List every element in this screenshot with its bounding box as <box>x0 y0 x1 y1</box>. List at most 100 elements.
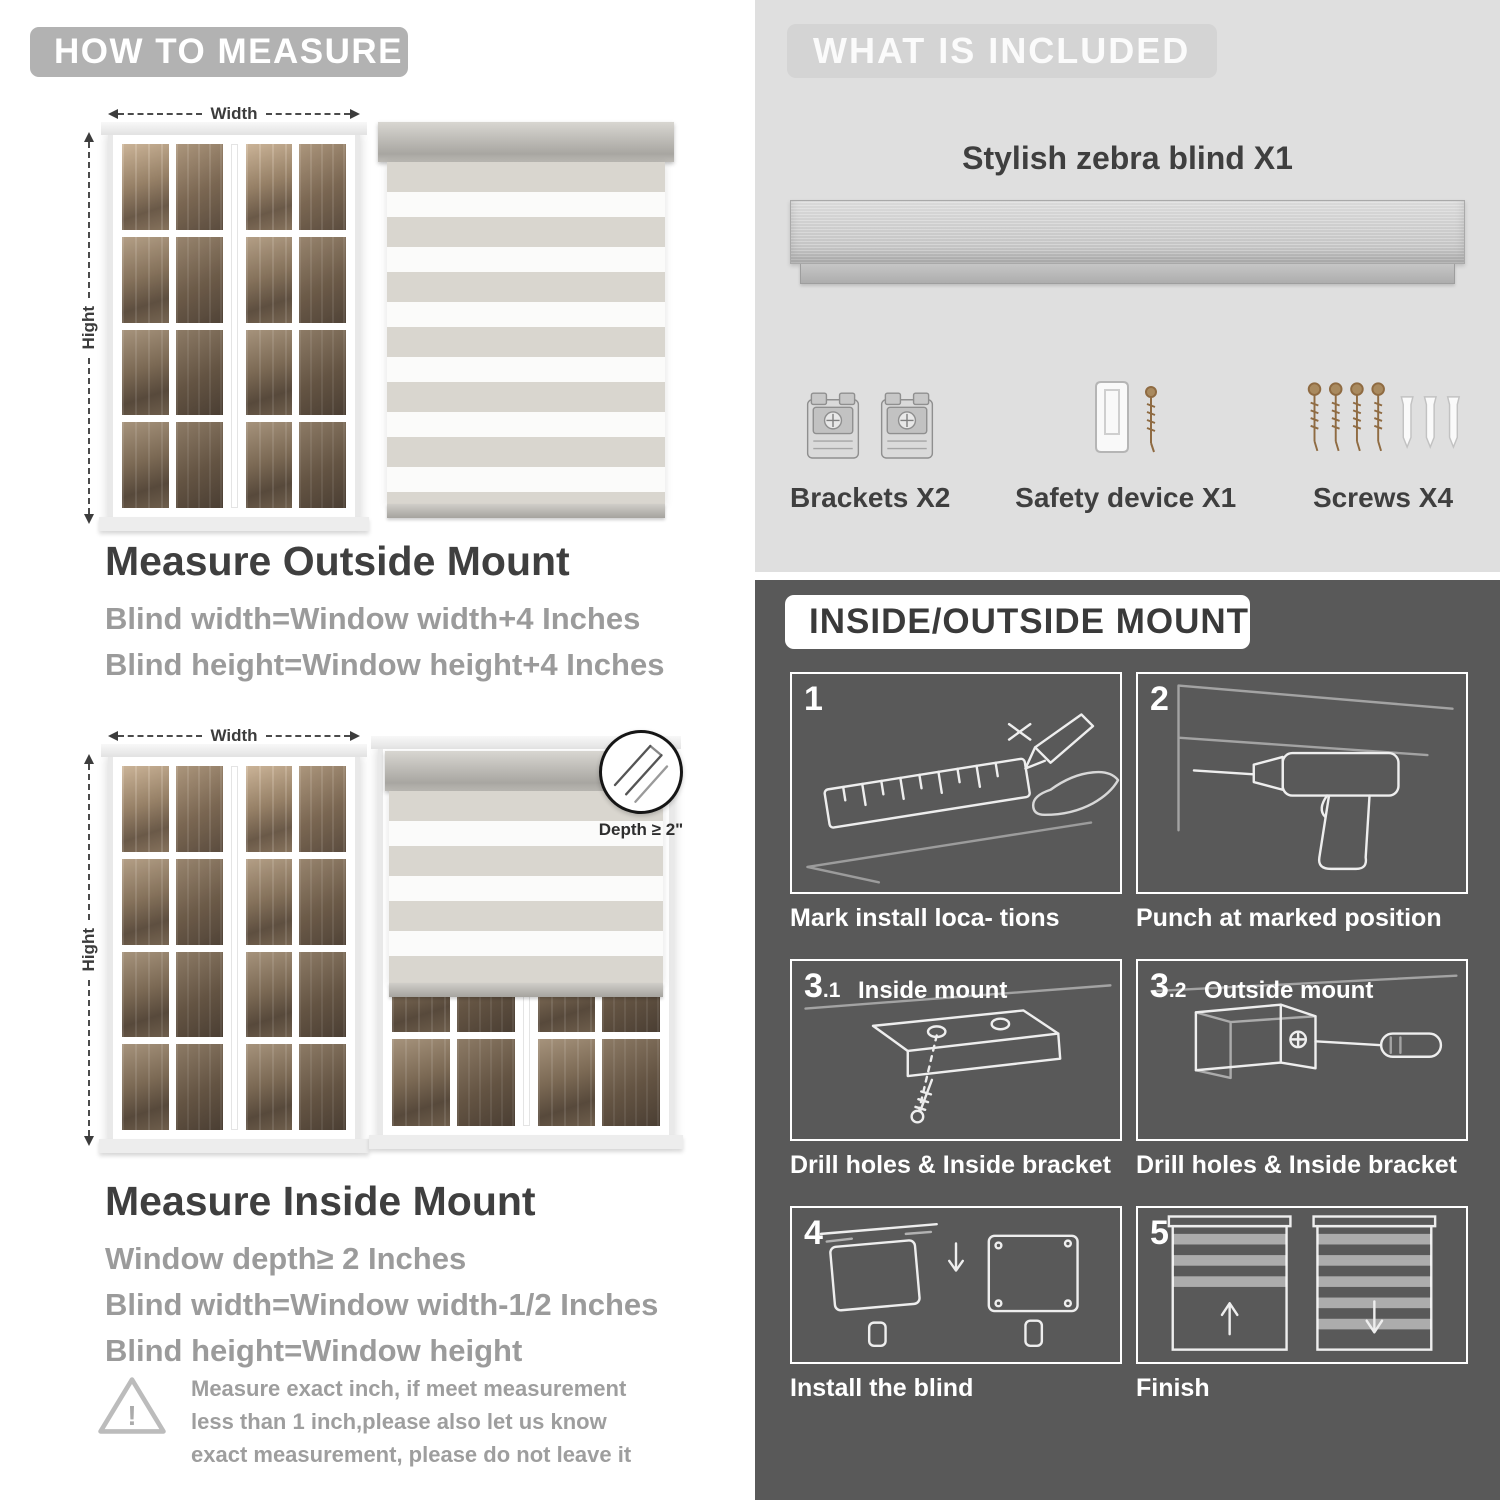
window-pane <box>245 236 293 323</box>
safety-device-label: Safety device X1 <box>1015 482 1237 513</box>
blind-bottom-rail <box>389 982 663 997</box>
height-label: Hight <box>79 928 98 972</box>
window-mullion <box>230 144 238 508</box>
brackets-label: Brackets X2 <box>790 482 951 513</box>
inside-bracket-drawing <box>804 984 1112 1124</box>
screws-and-anchors-icon <box>1307 382 1461 452</box>
what-is-included-section: WHAT IS INCLUDED Stylish zebra blind X1 <box>755 0 1500 572</box>
install-blind-drawing <box>819 1223 1079 1347</box>
window-pane <box>175 766 223 852</box>
window-pane <box>122 422 169 508</box>
step-3-2-caption: Drill holes & Inside bracket <box>1136 1151 1457 1179</box>
window-mullion <box>230 766 238 1130</box>
window-pane <box>175 422 223 508</box>
window-pane <box>175 1044 223 1130</box>
blind-fabric <box>387 162 665 504</box>
step-3-1-caption: Drill holes & Inside bracket <box>790 1151 1111 1179</box>
safety-device-icon <box>1094 381 1157 453</box>
window-photo <box>99 122 369 531</box>
step-5-caption: Finish <box>1136 1374 1210 1402</box>
step-number: 3.2 <box>1150 967 1187 1005</box>
step-4-caption: Install the blind <box>790 1374 974 1402</box>
included-items-row: Brackets X2 <box>790 352 1465 514</box>
step-3-2-panel: 3.2 Outside mount <box>1136 959 1468 1141</box>
arrowhead-left-icon <box>108 731 118 741</box>
step-number: 1 <box>804 680 823 718</box>
step-2-panel: 2 <box>1136 672 1468 894</box>
window-pane <box>456 1039 515 1126</box>
width-dimension-arrow: Width <box>108 104 360 124</box>
outside-mount-text: Measure Outside Mount Blind width=Window… <box>105 538 664 693</box>
step-title: Inside mount <box>858 977 1008 1004</box>
window-pane <box>175 951 223 1038</box>
bracket-icon <box>881 392 934 459</box>
step-number: 2 <box>1150 680 1169 718</box>
zebra-blind-outside-figure <box>378 122 674 518</box>
window-corner-detail-drawing <box>613 744 669 803</box>
step-number: 3.1 <box>804 967 841 1005</box>
warning-exclamation: ! <box>127 1400 136 1431</box>
window-pane <box>299 1044 346 1130</box>
window-pane <box>122 144 169 230</box>
outside-mount-title: Measure Outside Mount <box>105 538 570 584</box>
headrail-bar <box>790 200 1465 264</box>
window-sash-right <box>245 766 346 1130</box>
depth-callout: Depth ≥ 2" <box>586 730 696 840</box>
arrowhead-up-icon <box>84 754 94 764</box>
dashed-line <box>88 764 90 921</box>
dashed-line <box>88 979 90 1136</box>
window-pane <box>299 422 346 508</box>
arrowhead-left-icon <box>108 109 118 119</box>
inside-mount-line1: Window depth≥ 2 Inches <box>105 1241 467 1276</box>
arrowhead-up-icon <box>84 132 94 142</box>
zebra-blind <box>385 751 667 997</box>
mount-step-5: 5 <box>1136 1206 1468 1403</box>
blind-cassette <box>378 122 674 162</box>
blind-headrail-image <box>790 200 1465 284</box>
mark-locations-drawing <box>806 713 1120 884</box>
window-pane <box>299 766 346 852</box>
width-label: Width <box>210 104 258 123</box>
window-pane <box>245 858 293 945</box>
width-label: Width <box>210 726 258 745</box>
safety-device-icon-box <box>1015 352 1236 464</box>
included-item-brackets: Brackets X2 <box>790 352 950 514</box>
screws-label: Screws X4 <box>1312 482 1454 513</box>
window-pane <box>245 422 293 508</box>
window-sash-left <box>122 144 223 508</box>
window-pane <box>299 858 346 945</box>
outside-bracket-drawing <box>1150 974 1458 1080</box>
step-2-caption: Punch at marked position <box>1136 904 1442 932</box>
zebra-blind <box>378 122 674 518</box>
window-pane <box>245 144 293 230</box>
window-pane <box>537 1039 596 1126</box>
included-item-safety-device: Safety device X1 <box>1015 352 1236 514</box>
window-pane <box>245 766 293 852</box>
inside-mount-figure-row: Width Hight <box>78 720 684 1160</box>
measure-warning: ! Measure exact inch, if meet measuremen… <box>95 1372 665 1471</box>
window-pane <box>122 329 169 416</box>
step-1-caption: Mark install loca- tions <box>790 904 1060 932</box>
mount-guide-header: INSIDE/OUTSIDE MOUNT <box>785 595 1250 649</box>
zebra-blind-inside-figure <box>369 736 683 1149</box>
drill-drawing <box>1177 684 1454 871</box>
width-dimension-arrow: Width <box>108 726 360 746</box>
headrail-lip <box>800 264 1455 284</box>
blind-bottom-rail <box>387 504 665 518</box>
window-photo <box>99 744 369 1153</box>
height-label: Hight <box>79 306 98 350</box>
step-number: 4 <box>804 1214 823 1252</box>
arrowhead-right-icon <box>350 109 360 119</box>
mount-step-1: 1 <box>790 672 1122 933</box>
what-is-included-header: WHAT IS INCLUDED <box>787 24 1217 78</box>
dashed-line <box>265 113 350 115</box>
warning-triangle-icon: ! <box>98 1377 166 1434</box>
depth-magnifier-circle-icon <box>599 730 683 814</box>
inside-mount-title: Measure Inside Mount <box>105 1178 536 1224</box>
screw-icon <box>1144 386 1157 453</box>
inside-mount-line3: Blind height=Window height <box>105 1333 523 1368</box>
window-pane <box>299 236 346 323</box>
included-item-screws: Screws X4 <box>1301 352 1465 514</box>
step-title: Outside mount <box>1204 977 1374 1004</box>
step-3-1-panel: 3.1 Inside mount <box>790 959 1122 1141</box>
